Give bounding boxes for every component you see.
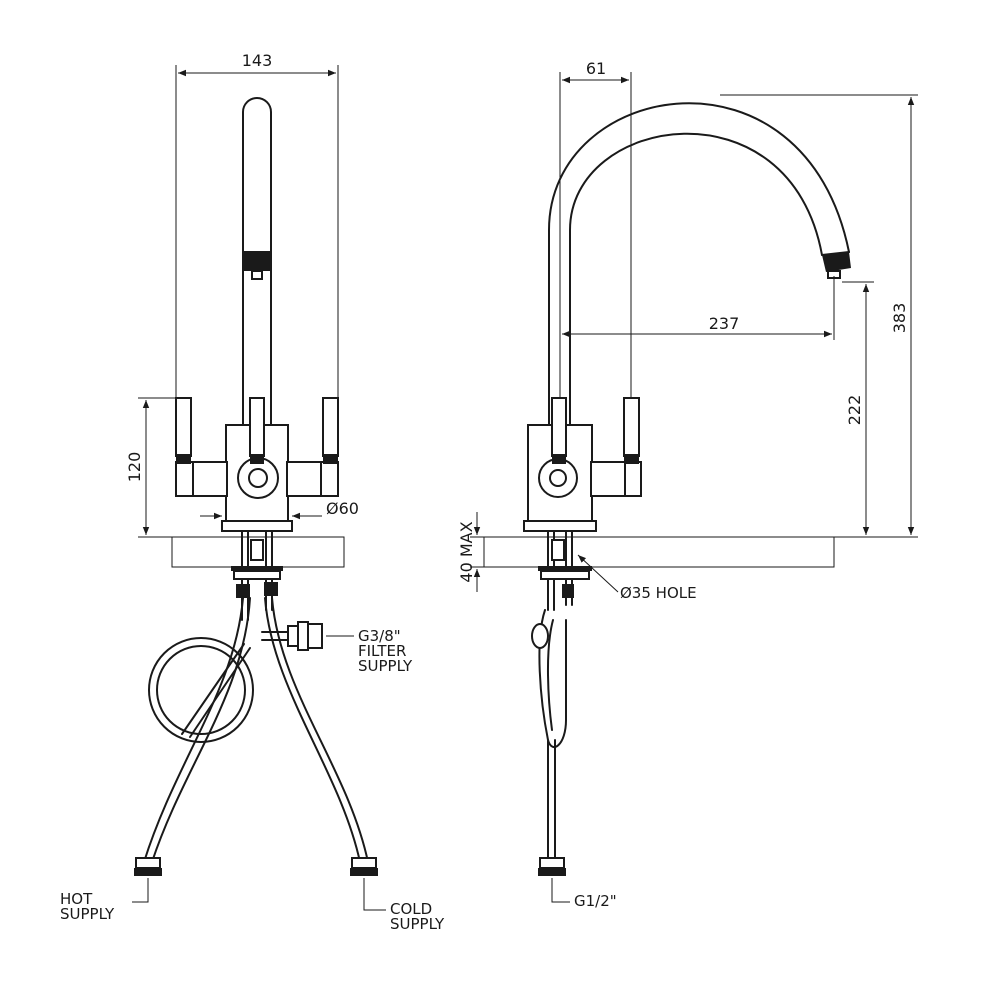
front-levers: [175, 397, 339, 464]
filter-supply-label-1: G3/8": [358, 627, 401, 645]
side-reach-dim: 237: [709, 314, 740, 333]
front-view: 143 120 Ø60 G3/8" FILTER SUPPLY HOT SUPP…: [60, 51, 445, 933]
side-total-height-dim: 383: [890, 303, 909, 334]
hot-supply-label-1: HOT: [60, 890, 93, 908]
cold-supply-label-1: COLD: [390, 900, 432, 918]
front-diameter-dim: Ø60: [326, 499, 359, 518]
side-labels: Ø35 HOLE G1/2": [551, 554, 697, 910]
filter-supply-label-2: FILTER: [358, 642, 406, 660]
cold-supply-label-2: SUPPLY: [390, 915, 445, 933]
hot-supply-label-2: SUPPLY: [60, 905, 115, 923]
side-body: [523, 397, 642, 532]
filter-supply-label-3: SUPPLY: [358, 657, 413, 675]
side-deck-thickness-dim: 40 MAX: [457, 521, 476, 582]
side-dimensions: 61 237 222 383 40 MAX: [457, 59, 918, 592]
side-spout: [548, 102, 851, 426]
front-mounting: [231, 530, 283, 621]
connection-label: G1/2": [574, 892, 617, 910]
hole-label: Ø35 HOLE: [620, 584, 697, 602]
side-countertop: [483, 536, 835, 568]
front-width-dim: 143: [242, 51, 273, 70]
side-mounting: [531, 530, 592, 876]
front-labels: G3/8" FILTER SUPPLY HOT SUPPLY COLD SUPP…: [60, 627, 445, 933]
front-dimensions: 143 120 Ø60: [125, 51, 359, 538]
front-hoses: [134, 597, 378, 876]
side-view: 61 237 222 383 40 MAX Ø35 HOLE G1/2": [457, 59, 918, 910]
side-offset-dim: 61: [586, 59, 606, 78]
side-spout-height-dim: 222: [845, 395, 864, 426]
front-spout: [242, 97, 272, 426]
front-height-dim: 120: [125, 452, 144, 483]
front-body: [175, 424, 339, 532]
